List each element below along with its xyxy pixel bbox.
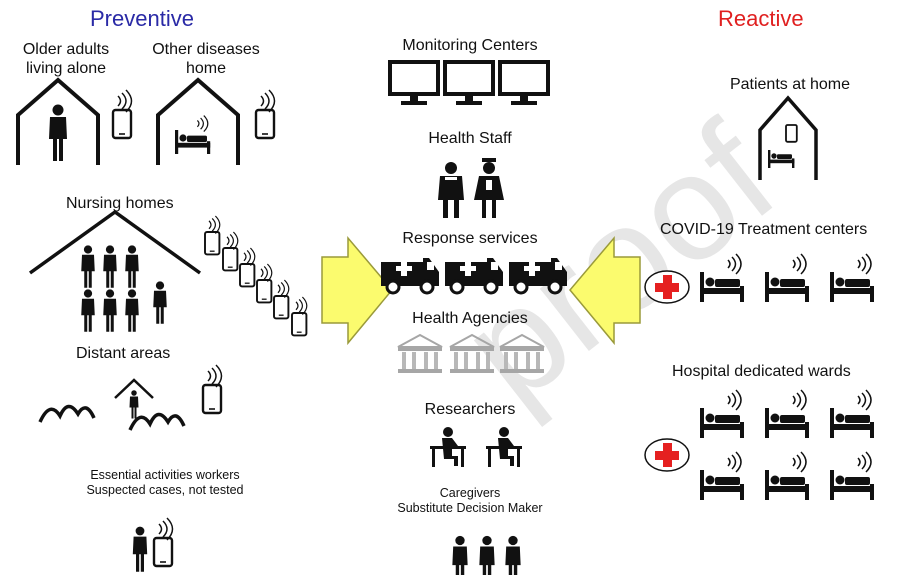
treatment-centers-label: COVID-19 Treatment centers [660, 221, 868, 238]
smartphone-icon [254, 88, 276, 140]
bed-icon [699, 253, 745, 303]
bed-icon [699, 451, 745, 501]
monitor-icon [498, 60, 550, 107]
house-icon [156, 77, 240, 165]
ambulance-icon [507, 256, 569, 295]
ambulance-icon [379, 256, 441, 295]
distant-areas-label: Distant areas [76, 345, 171, 362]
person-icon [452, 535, 468, 575]
smartphone-icon [222, 231, 239, 272]
patients-at-home-label: Patients at home [729, 76, 851, 93]
person-icon [129, 390, 139, 419]
person-icon [103, 245, 117, 288]
house-icon [16, 77, 100, 165]
hospital-wards-label: Hospital dedicated wards [672, 363, 851, 380]
health-staff-label: Health Staff [428, 130, 512, 147]
bank-icon [397, 334, 443, 374]
health-agencies-label: Health Agencies [412, 310, 528, 327]
person-icon [81, 289, 95, 332]
red-cross-icon [644, 438, 690, 472]
bed-icon [764, 451, 810, 501]
ambulance-icon [443, 256, 505, 295]
smartphone-icon [239, 247, 256, 288]
smartphone-icon [291, 296, 308, 337]
mountain-icon [128, 412, 186, 432]
mountain-icon [38, 404, 96, 424]
red-cross-icon [644, 270, 690, 304]
bed-icon [829, 253, 875, 303]
person-icon [103, 289, 117, 332]
researcher-desk-icon [430, 427, 466, 467]
house-icon [28, 209, 202, 275]
essential-workers-label: Essential activities workers Suspected c… [86, 468, 244, 497]
bed-icon [764, 253, 810, 303]
nurse-icon [474, 158, 504, 218]
house-icon [758, 95, 818, 180]
bed-icon [829, 451, 875, 501]
smartphone-icon [256, 263, 273, 304]
person-icon [49, 104, 67, 161]
nurse-icon [153, 281, 167, 324]
monitoring-centers-label: Monitoring Centers [402, 37, 538, 54]
bed-icon [764, 389, 810, 439]
smartphone-icon [204, 215, 221, 256]
bed-icon [174, 114, 211, 155]
arrow-left-icon [569, 235, 641, 346]
researchers-label: Researchers [424, 401, 516, 418]
nursing-homes-label: Nursing homes [66, 195, 174, 212]
reactive-heading: Reactive [718, 6, 804, 31]
smartphone-icon [201, 363, 223, 415]
older-adults-label: Older adults living alone [22, 41, 110, 77]
bed-icon [768, 150, 795, 168]
smartphone-icon [273, 279, 290, 320]
person-icon [132, 526, 148, 572]
monitor-icon [388, 60, 440, 107]
monitor-icon [443, 60, 495, 107]
caregivers-label: Caregivers Substitute Decision Maker [397, 486, 543, 515]
bank-icon [449, 334, 495, 374]
person-icon [479, 535, 495, 575]
person-icon [505, 535, 521, 575]
smartphone-icon [152, 516, 174, 568]
bed-icon [699, 389, 745, 439]
doctor-icon [438, 162, 464, 218]
other-diseases-label: Other diseases home [152, 41, 260, 77]
bed-icon [829, 389, 875, 439]
preventive-heading: Preventive [90, 6, 194, 31]
person-icon [125, 245, 139, 288]
person-icon [125, 289, 139, 332]
arrow-right-icon [321, 235, 393, 346]
bank-icon [499, 334, 545, 374]
smartphone-icon [111, 88, 133, 140]
person-icon [81, 245, 95, 288]
smartphone-icon [785, 124, 798, 143]
response-services-label: Response services [402, 230, 538, 247]
researcher-desk-icon [486, 427, 522, 467]
house-icon [114, 378, 154, 399]
